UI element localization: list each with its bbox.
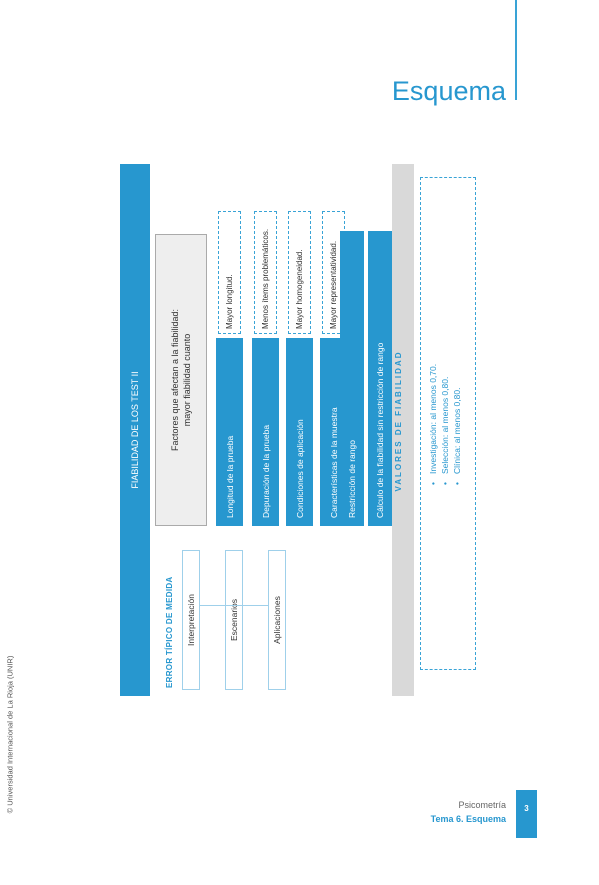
tag-depuracion: Menos ítems problemáticos. xyxy=(254,211,277,334)
factors-heading-line1: Factores que afectan a la fiabilidad: xyxy=(170,308,180,452)
error-item-escenarios: Escenarios xyxy=(225,550,243,690)
error-item-interpretacion: Interpretación xyxy=(182,550,200,690)
copyright-notice: © Universidad Internacional de La Rioja … xyxy=(5,655,15,814)
error-section-title: ERROR TÍPICO DE MEDIDA xyxy=(165,576,174,689)
factor-longitud: Longitud de la prueba xyxy=(216,338,243,526)
values-title: VALORES DE FIABILIDAD xyxy=(394,350,403,492)
page-title: Esquema xyxy=(391,76,506,106)
factors-heading: Factores que afectan a la fiabilidad: ma… xyxy=(155,234,207,526)
main-title-bar: FIABILIDAD DE LOS TEST II xyxy=(120,164,150,696)
value-item-seleccion: Selección: al menos 0,80. xyxy=(440,377,450,474)
value-item-investigacion: Investigación: al menos 0,70. xyxy=(428,364,438,474)
factor-depuracion: Depuración de la prueba xyxy=(252,338,279,526)
factors-heading-line2: mayor fiabilidad cuanto xyxy=(182,333,192,427)
factor-condiciones: Condiciones de aplicación xyxy=(286,338,313,526)
page-number-badge: 3 xyxy=(516,790,537,838)
tag-condiciones: Mayor homogeneidad. xyxy=(288,211,311,334)
value-item-clinica: Clínica: al menos 0,80. xyxy=(452,388,462,474)
factor-restriccion: Restricción de rango xyxy=(340,231,364,526)
header-accent-line xyxy=(515,0,517,100)
schema-diagram: FIABILIDAD DE LOS TEST II ERROR TÍPICO D… xyxy=(118,164,483,696)
footer-subject: Psicometría xyxy=(458,800,506,810)
error-connector xyxy=(200,605,268,606)
factor-calculo: Cálculo de la fiabilidad sin restricción… xyxy=(368,231,392,526)
footer-topic: Tema 6. Esquema xyxy=(430,814,506,824)
tag-longitud: Mayor longitud. xyxy=(218,211,241,334)
error-item-aplicaciones: Aplicaciones xyxy=(268,550,286,690)
